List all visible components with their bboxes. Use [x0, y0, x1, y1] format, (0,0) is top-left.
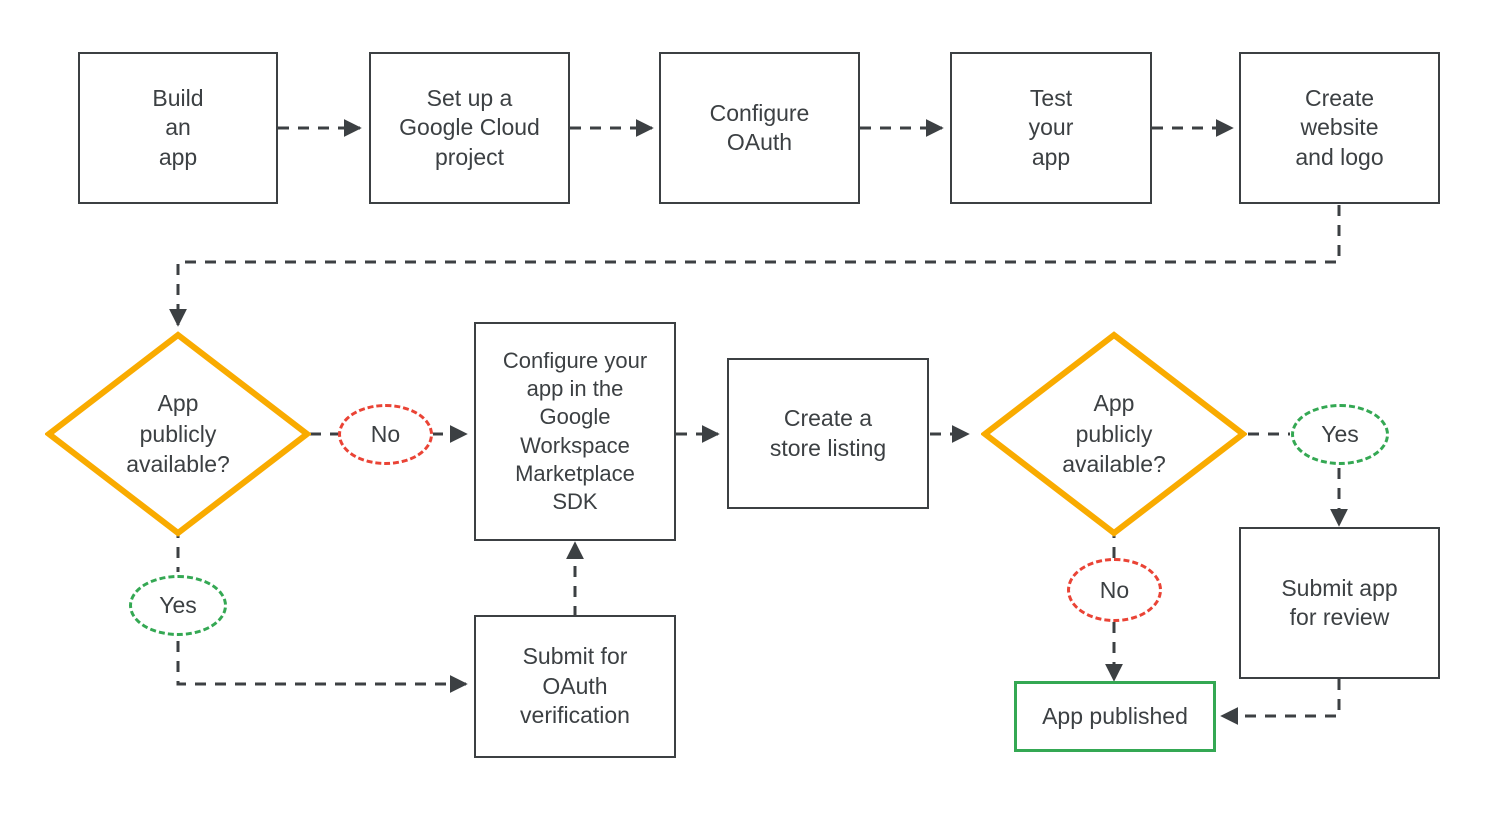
- node-configure-app-sdk-label: Configure your app in the Google Workspa…: [502, 348, 648, 514]
- node-configure-oauth-label: Configure OAuth: [709, 99, 810, 155]
- node-set-up-project[interactable]: Set up a Google Cloud project: [369, 52, 570, 204]
- node-configure-app-sdk[interactable]: Configure your app in the Google Workspa…: [474, 322, 676, 541]
- node-create-store-listing[interactable]: Create a store listing: [727, 358, 929, 509]
- node-decision-right-label: App publicly available?: [1062, 390, 1166, 478]
- node-decision-left-label: App publicly available?: [126, 390, 230, 478]
- node-create-website-and-logo-label: Create website and logo: [1295, 84, 1384, 170]
- edge-label-left-no: No: [338, 404, 433, 465]
- node-test-your-app[interactable]: Test your app: [950, 52, 1152, 204]
- node-submit-oauth-verification-label: Submit for OAuth verification: [520, 643, 630, 729]
- edge-label-right-no-text: No: [1099, 576, 1130, 603]
- edge-label-right-yes: Yes: [1291, 404, 1389, 465]
- node-set-up-project-label: Set up a Google Cloud project: [399, 84, 540, 170]
- node-decision-app-publicly-available-right[interactable]: App publicly available?: [981, 331, 1247, 537]
- edge-submit-review-to-app-published: [1220, 679, 1341, 725]
- node-submit-app-for-review-label: Submit app for review: [1281, 574, 1398, 630]
- node-create-website-and-logo[interactable]: Create website and logo: [1239, 52, 1440, 204]
- node-build-an-app-label: Build an app: [152, 84, 204, 170]
- node-test-your-app-label: Test your app: [1028, 84, 1074, 170]
- edge-website-to-decision-left: [169, 205, 1341, 327]
- edge-label-left-yes-text: Yes: [159, 592, 197, 618]
- edge-label-right-yes-text: Yes: [1321, 421, 1359, 447]
- edge-label-right-no: No: [1067, 558, 1162, 622]
- node-app-published[interactable]: App published: [1014, 681, 1216, 752]
- edge-yes-to-submit-oauth: [176, 641, 468, 693]
- edge-label-left-no-text: No: [370, 421, 401, 447]
- node-build-an-app[interactable]: Build an app: [78, 52, 278, 204]
- node-submit-oauth-verification[interactable]: Submit for OAuth verification: [474, 615, 676, 758]
- node-configure-oauth[interactable]: Configure OAuth: [659, 52, 860, 204]
- node-create-store-listing-label: Create a store listing: [769, 405, 887, 461]
- edge-label-left-yes: Yes: [129, 575, 227, 636]
- node-submit-app-for-review[interactable]: Submit app for review: [1239, 527, 1440, 679]
- node-decision-app-publicly-available-left[interactable]: App publicly available?: [45, 331, 311, 537]
- node-app-published-label: App published: [1042, 702, 1188, 729]
